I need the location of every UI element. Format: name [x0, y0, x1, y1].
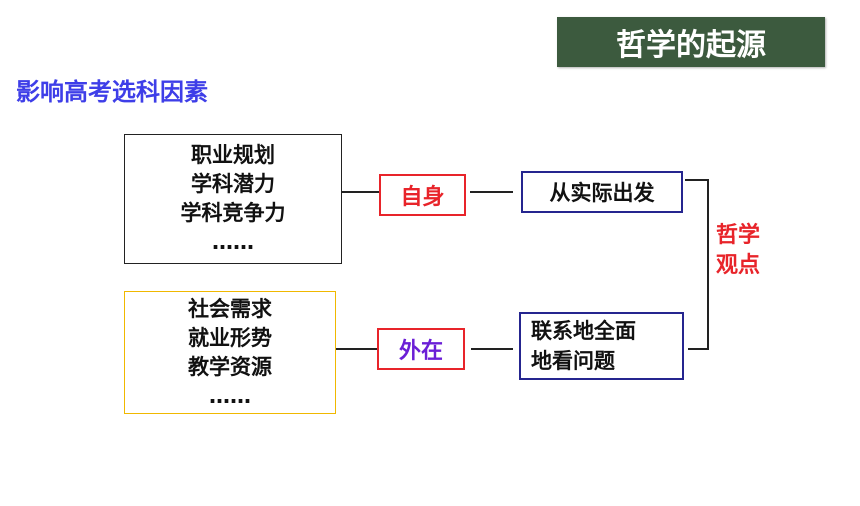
bracket-philosophy — [685, 179, 709, 350]
external-factors-box: 社会需求 就业形势 教学资源 …… — [124, 291, 336, 414]
view-practice-box: 从实际出发 — [521, 171, 683, 213]
tag-outer: 外在 — [377, 328, 465, 370]
factor-item: …… — [209, 383, 251, 408]
tag-self: 自身 — [379, 174, 466, 216]
factor-item: 学科竞争力 — [180, 201, 286, 225]
factor-item: 学科潜力 — [191, 172, 275, 196]
factor-item: 就业形势 — [188, 325, 272, 350]
factor-item: 社会需求 — [188, 296, 272, 321]
view-connection-box: 联系地全面 地看问题 — [519, 312, 684, 380]
title-banner: 哲学的起源 — [557, 17, 825, 67]
factor-item: …… — [212, 230, 254, 254]
philosophy-label: 哲学 观点 — [716, 221, 760, 281]
internal-factors-box: 职业规划 学科潜力 学科竞争力 …… — [124, 134, 342, 264]
factor-item: 职业规划 — [191, 143, 275, 167]
philosophy-label-line1: 哲学 — [716, 223, 761, 248]
view-connection-line1: 联系地全面 — [531, 319, 636, 343]
subtitle: 影响高考选科因素 — [16, 78, 208, 106]
view-connection-line2: 地看问题 — [531, 349, 615, 373]
philosophy-label-line2: 观点 — [716, 253, 761, 278]
factor-item: 教学资源 — [188, 354, 272, 379]
